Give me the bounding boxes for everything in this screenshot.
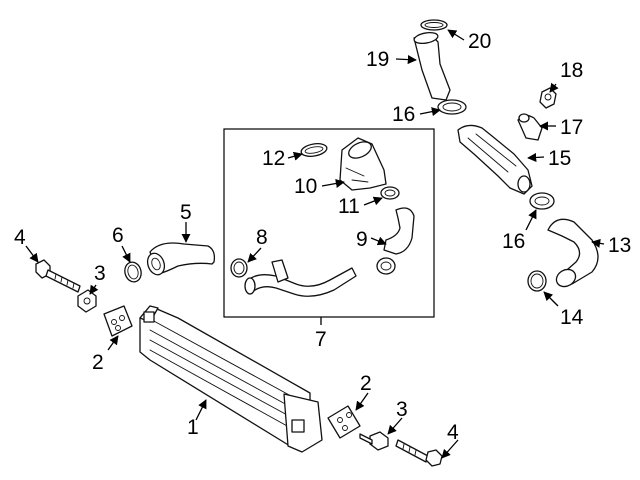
hose-part (146, 242, 216, 276)
clamp-part-8 (230, 258, 248, 278)
elbow-hose-part (376, 207, 415, 275)
callout-4-left: 4 (14, 226, 26, 249)
callout-3-left: 3 (94, 262, 106, 285)
hose-assembly-inset-frame (223, 128, 435, 318)
callout-14: 14 (560, 306, 584, 329)
bracket-right-part (327, 405, 361, 439)
callout-7: 7 (315, 328, 327, 351)
clamp-part-16-bottom (529, 192, 555, 210)
callout-2-right: 2 (360, 372, 372, 395)
callout-6: 6 (112, 224, 124, 247)
bracket-left-part (103, 305, 133, 337)
clamp-part-16-top (437, 99, 467, 115)
callout-5: 5 (180, 201, 192, 224)
callout-2-left: 2 (92, 351, 104, 374)
callout-8: 8 (256, 226, 268, 249)
seal-ring-part-12 (300, 143, 328, 157)
hose-part-13 (547, 218, 599, 288)
nut-left-part (77, 289, 97, 313)
callout-1: 1 (187, 416, 199, 439)
callout-16-bottom: 16 (502, 230, 525, 253)
callout-18: 18 (560, 59, 583, 82)
callout-17: 17 (560, 116, 583, 139)
connector-part-17 (517, 113, 543, 141)
callout-12: 12 (262, 147, 285, 170)
intercooler-part (139, 305, 323, 453)
upper-pipe-part (413, 32, 451, 101)
callout-11: 11 (338, 195, 360, 218)
throttle-housing-part (339, 137, 387, 191)
nut-right-part (359, 431, 389, 451)
tube-assembly-part (244, 259, 357, 297)
callout-19: 19 (366, 48, 389, 71)
bolt-right-part (395, 439, 443, 467)
callout-13: 13 (608, 234, 631, 257)
callout-4-right: 4 (447, 421, 459, 444)
callout-10: 10 (294, 175, 317, 198)
callout-9: 9 (356, 228, 368, 251)
callout-20: 20 (468, 30, 491, 53)
pipe-assembly-part (457, 124, 533, 195)
callout-3-right: 3 (396, 398, 408, 421)
bolt-left-part (35, 259, 81, 293)
seal-ring-part-20 (420, 19, 448, 31)
o-ring-part-6 (124, 261, 142, 283)
o-ring-part-14 (527, 270, 547, 292)
sensor-part-18 (539, 87, 557, 109)
clamp-part-11 (380, 186, 400, 200)
callout-15: 15 (548, 147, 571, 170)
leader-lines (25, 29, 605, 459)
callout-16-top: 16 (392, 103, 415, 126)
